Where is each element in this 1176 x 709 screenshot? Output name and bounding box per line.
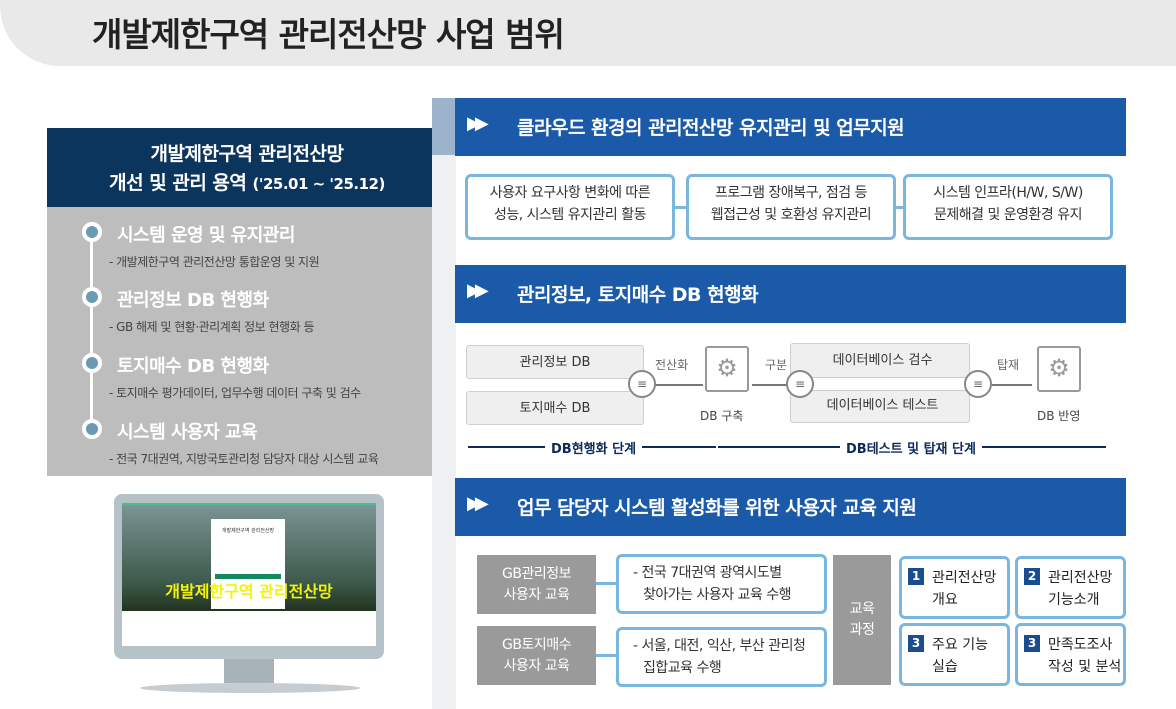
check-divider [790,377,970,391]
flow-arrow [992,384,1032,386]
scope-item-title: 관리정보 DB 현행화 [117,290,269,311]
scope-item-title: 토지매수 DB 현행화 [117,356,269,377]
scope-item-desc: - 전국 7대권역, 지방국토관리청 담당자 대상 시스템 교육 [109,452,379,466]
double-arrow-icon: ▶▶ [467,280,489,301]
monitor-shadow [140,683,360,693]
project-header: 개발제한구역 관리전산망 개선 및 관리 용역 ('25.01 ~ '25.12… [47,128,447,208]
section-header-db: ▶▶ 관리정보, 토지매수 DB 현행화 [455,265,1126,323]
section-title: 업무 담당자 시스템 활성화를 위한 사용자 교육 지원 [517,497,917,519]
server-gear-icon: ⚙ [1037,346,1081,392]
flow-label: 탑재 [997,358,1020,372]
timeline-dot [82,419,102,439]
timeline-dot [82,287,102,307]
scope-item-title: 시스템 운영 및 유지관리 [117,225,295,246]
input-db-box: 관리정보 DB [466,345,644,379]
double-arrow-icon: ▶▶ [467,493,489,514]
project-title-line2: 개선 및 관리 용역 [109,172,247,194]
monitor-screen: 개발제한구역 관리전산망 개발제한구역 관리전산망 [122,503,376,646]
project-period: ('25.01 ~ '25.12) [252,175,386,193]
stage-label: DB테스트 및 탑재 단계 [840,438,982,457]
check-item: 데이터베이스 검수 [832,353,933,368]
double-arrow-icon: ▶▶ [467,113,489,134]
flow-node-label: DB 반영 [1037,409,1081,423]
timeline-line [90,232,93,432]
side-strip-accent [432,98,456,155]
stage-label: DB현행화 단계 [545,438,643,457]
server-gear-icon: ⚙ [705,346,749,392]
number-badge: 3 [908,635,924,652]
database-icon: ≡ [628,370,656,398]
input-db-box: 토지매수 DB [466,391,644,425]
check-item: 데이터베이스 테스트 [826,398,939,413]
flow-label: 전산화 [655,358,689,372]
monitor-image: 개발제한구역 관리전산망 개발제한구역 관리전산망 [114,494,384,659]
scope-list [47,207,447,476]
flow-arrow [648,384,703,386]
monitor-stand [224,659,274,683]
scope-item-desc: - 개발제한구역 관리전산망 통합운영 및 지원 [109,255,320,269]
database-icon: ≡ [964,370,992,398]
login-form: 개발제한구역 관리전산망 [211,519,285,609]
scope-item-title: 시스템 사용자 교육 [117,422,258,443]
timeline-dot [82,222,102,242]
side-strip [432,98,456,709]
section-header-cloud: ▶▶ 클라우드 환경의 관리전산망 유지관리 및 업무지원 [455,98,1126,156]
scope-item-desc: - GB 해제 및 현황·관리계획 정보 현행화 등 [109,320,314,334]
section-header-education: ▶▶ 업무 담당자 시스템 활성화를 위한 사용자 교육 지원 [455,478,1126,536]
number-badge: 2 [1024,568,1040,585]
timeline-dot [82,353,102,373]
flow-arrow [752,384,802,386]
flow-node-label: DB 구축 [700,409,744,423]
flow-label: 구분 [765,358,788,372]
connector [595,582,620,585]
number-badge: 1 [908,568,924,585]
task-box: 시스템 인프라(H/W, S/W)문제해결 및 운영환경 유지 [903,174,1113,240]
project-title-line1: 개발제한구역 관리전산망 [150,143,344,165]
monitor-caption: 개발제한구역 관리전산망 [165,582,333,601]
database-icon: ≡ [786,370,814,398]
login-title: 개발제한구역 관리전산망 [221,528,275,534]
section-title: 관리정보, 토지매수 DB 현행화 [517,284,759,306]
title-band [0,0,1176,66]
connector [595,654,620,657]
section-title: 클라우드 환경의 관리전산망 유지관리 및 업무지원 [517,117,905,139]
scope-item-desc: - 토지매수 평가데이터, 업무수행 데이터 구축 및 검수 [109,386,361,400]
number-badge: 3 [1024,635,1040,652]
page-title: 개발제한구역 관리전산망 사업 범위 [92,15,565,54]
